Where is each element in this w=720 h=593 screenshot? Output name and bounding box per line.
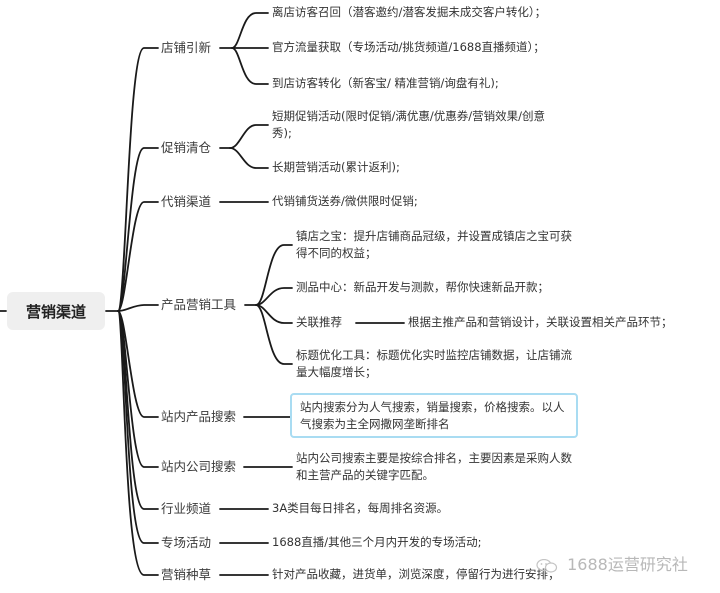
leaf-related-recommendation[interactable]: 关联推荐 — [296, 315, 342, 329]
branch-product-marketing-tools[interactable]: 产品营销工具 — [161, 297, 237, 312]
branch-onsite-company-search[interactable]: 站内公司搜索 — [161, 459, 237, 474]
leaf-short-term-promotion[interactable]: 短期促销活动(限时促销/满优惠/优惠券/营销效果/创意秀); — [272, 109, 545, 140]
leaf-consignment-coupon[interactable]: 代销铺货送券/微供限时促销; — [272, 194, 418, 208]
leaf-store-treasure[interactable]: 镇店之宝：提升店铺商品冠级，并设置成镇店之宝可获得不同的权益； — [296, 229, 572, 260]
branch-onsite-product-search[interactable]: 站内产品搜索 — [161, 409, 237, 424]
wechat-icon — [536, 558, 558, 573]
leaf-seeding-behavior[interactable]: 针对产品收藏，进货单，浏览深度，停留行为进行安排； — [272, 567, 560, 581]
branch-promotion-clearance[interactable]: 促销清仓 — [161, 140, 212, 155]
leaf-long-term-promotion[interactable]: 长期营销活动(累计返利); — [272, 160, 400, 174]
leaf-industry-ranking[interactable]: 3A类目每日排名，每周排名资源。 — [272, 501, 449, 515]
leaf-visitor-recall[interactable]: 离店访客召回（潜客邀约/潜客发掘未成交客户转化）； — [272, 5, 547, 19]
branch-marketing-seeding[interactable]: 营销种草 — [161, 567, 212, 582]
watermark-text: 1688运营研究社 — [567, 555, 688, 574]
branch-special-events[interactable]: 专场活动 — [161, 535, 212, 550]
leaf-company-search[interactable]: 站内公司搜索主要是按综合排名，主要因素是采购人数和主营产品的关键字匹配。 — [296, 451, 572, 482]
leaf-title-optimization[interactable]: 标题优化工具：标题优化实时监控店铺数据，让店铺流量大幅度增长； — [296, 348, 572, 379]
branch-store-new-customers[interactable]: 店铺引新 — [161, 40, 212, 55]
branch-industry-channel[interactable]: 行业频道 — [161, 501, 212, 516]
leaf-visitor-conversion[interactable]: 到店访客转化（新客宝/ 精准营销/询盘有礼); — [272, 76, 499, 90]
root-label: 营销渠道 — [25, 302, 86, 321]
leaf-product-search-box[interactable]: 站内搜索分为人气搜索，销量搜索，价格搜索。以人气搜索为主全网撒网垄断排名 — [290, 393, 578, 438]
watermark: 1688运营研究社 — [536, 551, 688, 575]
leaf-related-recommendation-detail[interactable]: 根据主推产品和营销设计，关联设置相关产品环节； — [408, 315, 673, 329]
leaf-live-special-events[interactable]: 1688直播/其他三个月内开发的专场活动; — [272, 535, 482, 549]
leaf-product-search-text: 站内搜索分为人气搜索，销量搜索，价格搜索。以人气搜索为主全网撒网垄断排名 — [300, 400, 565, 431]
root-node[interactable]: 营销渠道 — [7, 292, 105, 330]
branch-consignment-channel[interactable]: 代销渠道 — [161, 194, 212, 209]
leaf-product-testing-center[interactable]: 测品中心：新品开发与测款，帮你快速新品开款； — [296, 280, 549, 294]
leaf-official-traffic[interactable]: 官方流量获取（专场活动/挑货频道/1688直播频道）； — [272, 40, 545, 54]
